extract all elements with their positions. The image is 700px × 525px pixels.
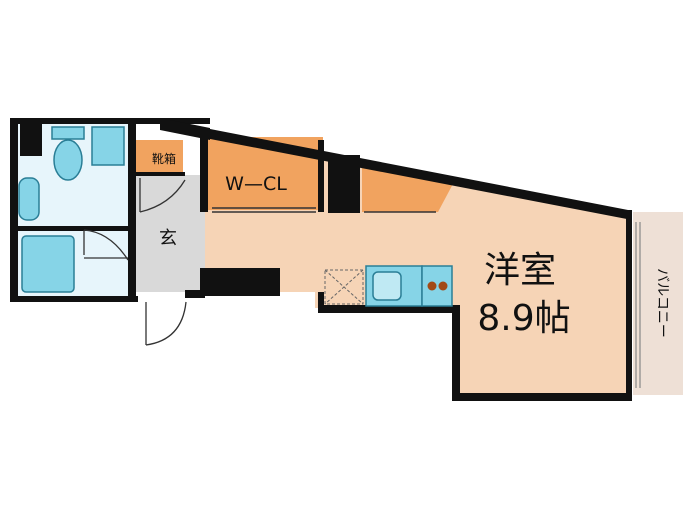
storage-closet [362, 163, 455, 212]
fridge-space [324, 269, 364, 305]
balcony [633, 212, 683, 395]
washer [18, 177, 40, 221]
entrance-floor [135, 175, 205, 292]
walls [10, 118, 632, 401]
bathtub [21, 235, 75, 293]
doors [83, 178, 187, 346]
toilet-bowl [53, 139, 83, 181]
balcony-window [635, 222, 641, 388]
wash-basin [91, 126, 125, 166]
burner-icon [427, 281, 437, 291]
balcony-label: バルコニー [654, 268, 670, 338]
room-name-western: 洋室 [484, 250, 556, 291]
toilet-tank [51, 126, 85, 140]
kitchen-sink [372, 271, 402, 301]
burner-icon [438, 281, 448, 291]
walk-in-closet-label: W—CL [225, 173, 287, 195]
closet-doors [212, 207, 436, 213]
room-size-western: 8.9帖 [477, 298, 570, 339]
shoe-cabinet-label: 靴箱 [152, 151, 176, 166]
fixtures [18, 126, 453, 307]
shoe-cabinet [135, 140, 183, 172]
entrance-label: 玄 [159, 228, 177, 249]
